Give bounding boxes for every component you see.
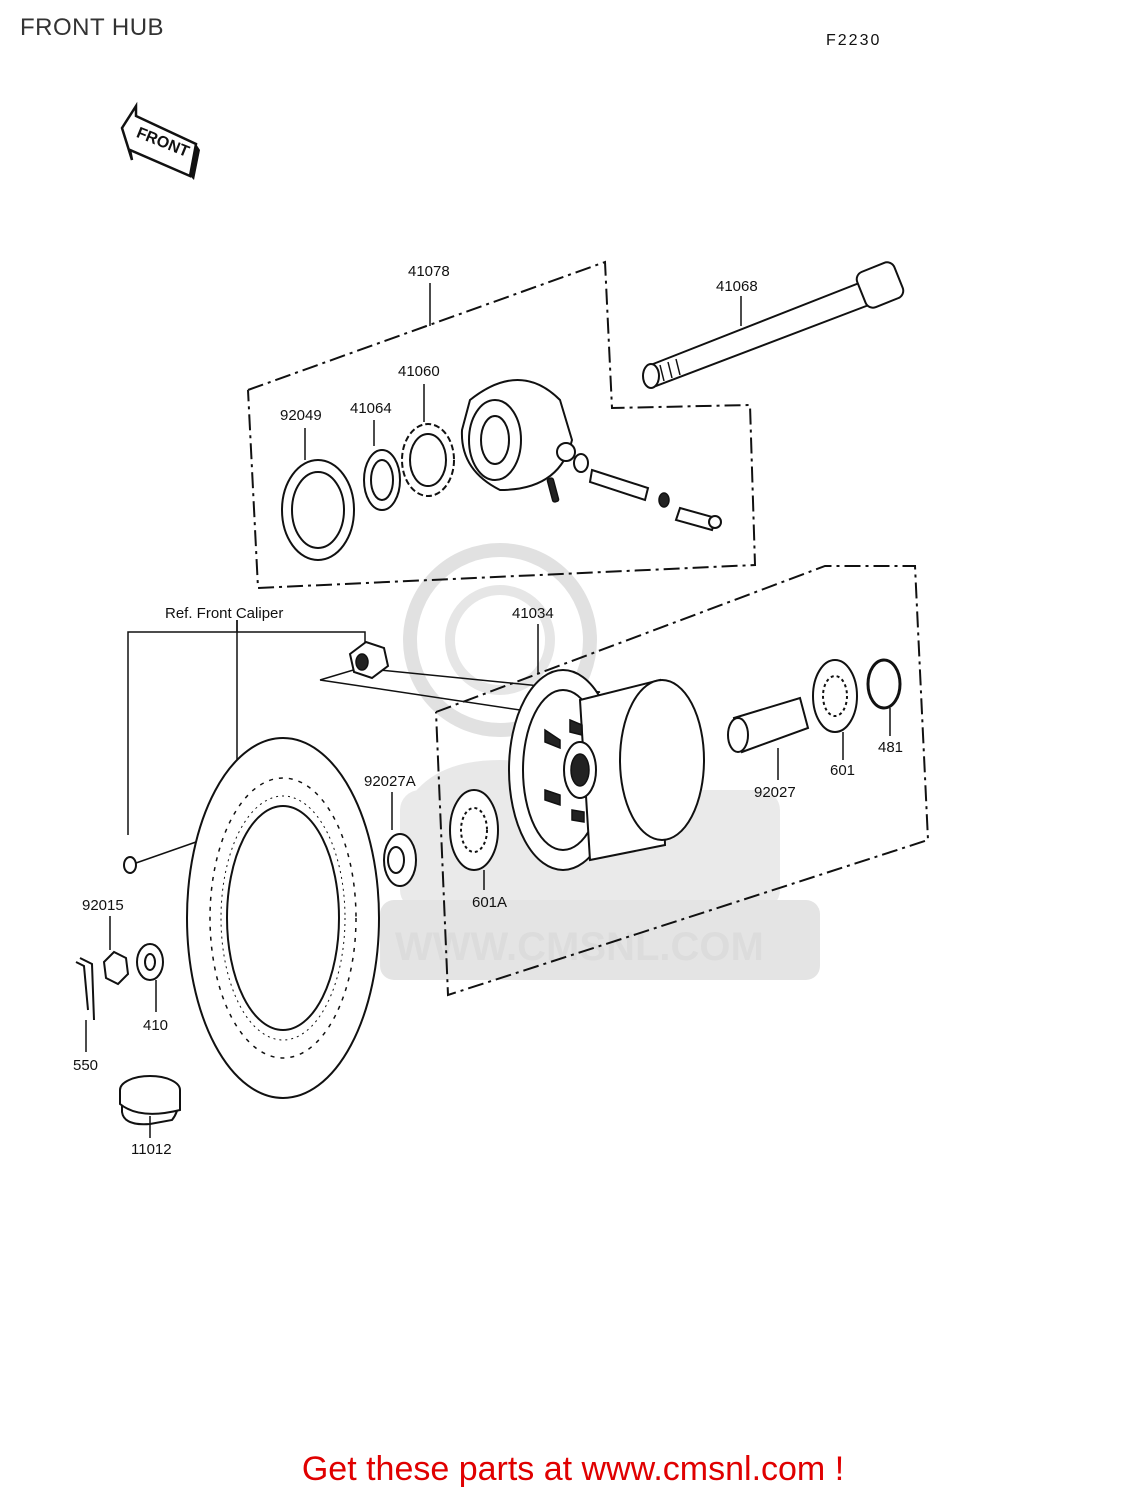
retainer-41064 — [363, 420, 401, 511]
nut-92015 — [102, 916, 130, 986]
cap-11012 — [119, 1075, 181, 1138]
collar-92027A — [383, 792, 417, 887]
label-92049: 92049 — [280, 407, 322, 424]
hub-spokes — [544, 718, 585, 823]
diagram-code: F2230 — [826, 32, 882, 49]
circlip-481 — [866, 658, 902, 736]
washer-410 — [136, 943, 164, 1012]
cmsnl-footer-link[interactable]: Get these parts at www.cmsnl.com ! — [301, 1450, 845, 1488]
ref-caliper-bracket — [127, 620, 601, 835]
label-601: 601 — [830, 762, 855, 779]
label-41068: 41068 — [716, 278, 758, 295]
label-92027A: 92027A — [364, 773, 416, 790]
gear-housing — [460, 379, 576, 492]
bearing-601 — [812, 659, 858, 760]
hub-41034 — [508, 669, 705, 871]
front-arrow-icon: FRONT — [120, 101, 200, 180]
oil-seal-92049 — [281, 428, 355, 561]
label-410: 410 — [143, 1017, 168, 1034]
cotter-pin-550 — [75, 957, 95, 1052]
label-481: 481 — [878, 739, 903, 756]
label-41064: 41064 — [350, 400, 392, 417]
label-550: 550 — [73, 1057, 98, 1074]
label-601A: 601A — [472, 894, 507, 911]
assembly-41034-outline — [435, 565, 930, 997]
assembly-41078-outline — [247, 260, 757, 590]
watermark-text: WWW.CMSNL.COM — [395, 925, 764, 969]
bearing-601A — [449, 789, 499, 890]
disc-bolt — [123, 841, 197, 874]
spacer-92027 — [727, 696, 810, 780]
label-92027: 92027 — [754, 784, 796, 801]
label-11012: 11012 — [131, 1141, 172, 1158]
page-title: FRONT HUB — [20, 14, 165, 41]
ref-front-caliper-label: Ref. Front Caliper — [165, 605, 283, 622]
axle-41068 — [642, 261, 905, 389]
caliper-nut — [348, 640, 390, 680]
speedo-gear-41060 — [401, 384, 455, 497]
label-92015: 92015 — [82, 897, 124, 914]
label-41078: 41078 — [408, 263, 450, 280]
label-41034: 41034 — [512, 605, 554, 622]
label-41060: 41060 — [398, 363, 440, 380]
brake-disc — [186, 737, 380, 1099]
speedo-drive-hardware — [546, 453, 722, 532]
